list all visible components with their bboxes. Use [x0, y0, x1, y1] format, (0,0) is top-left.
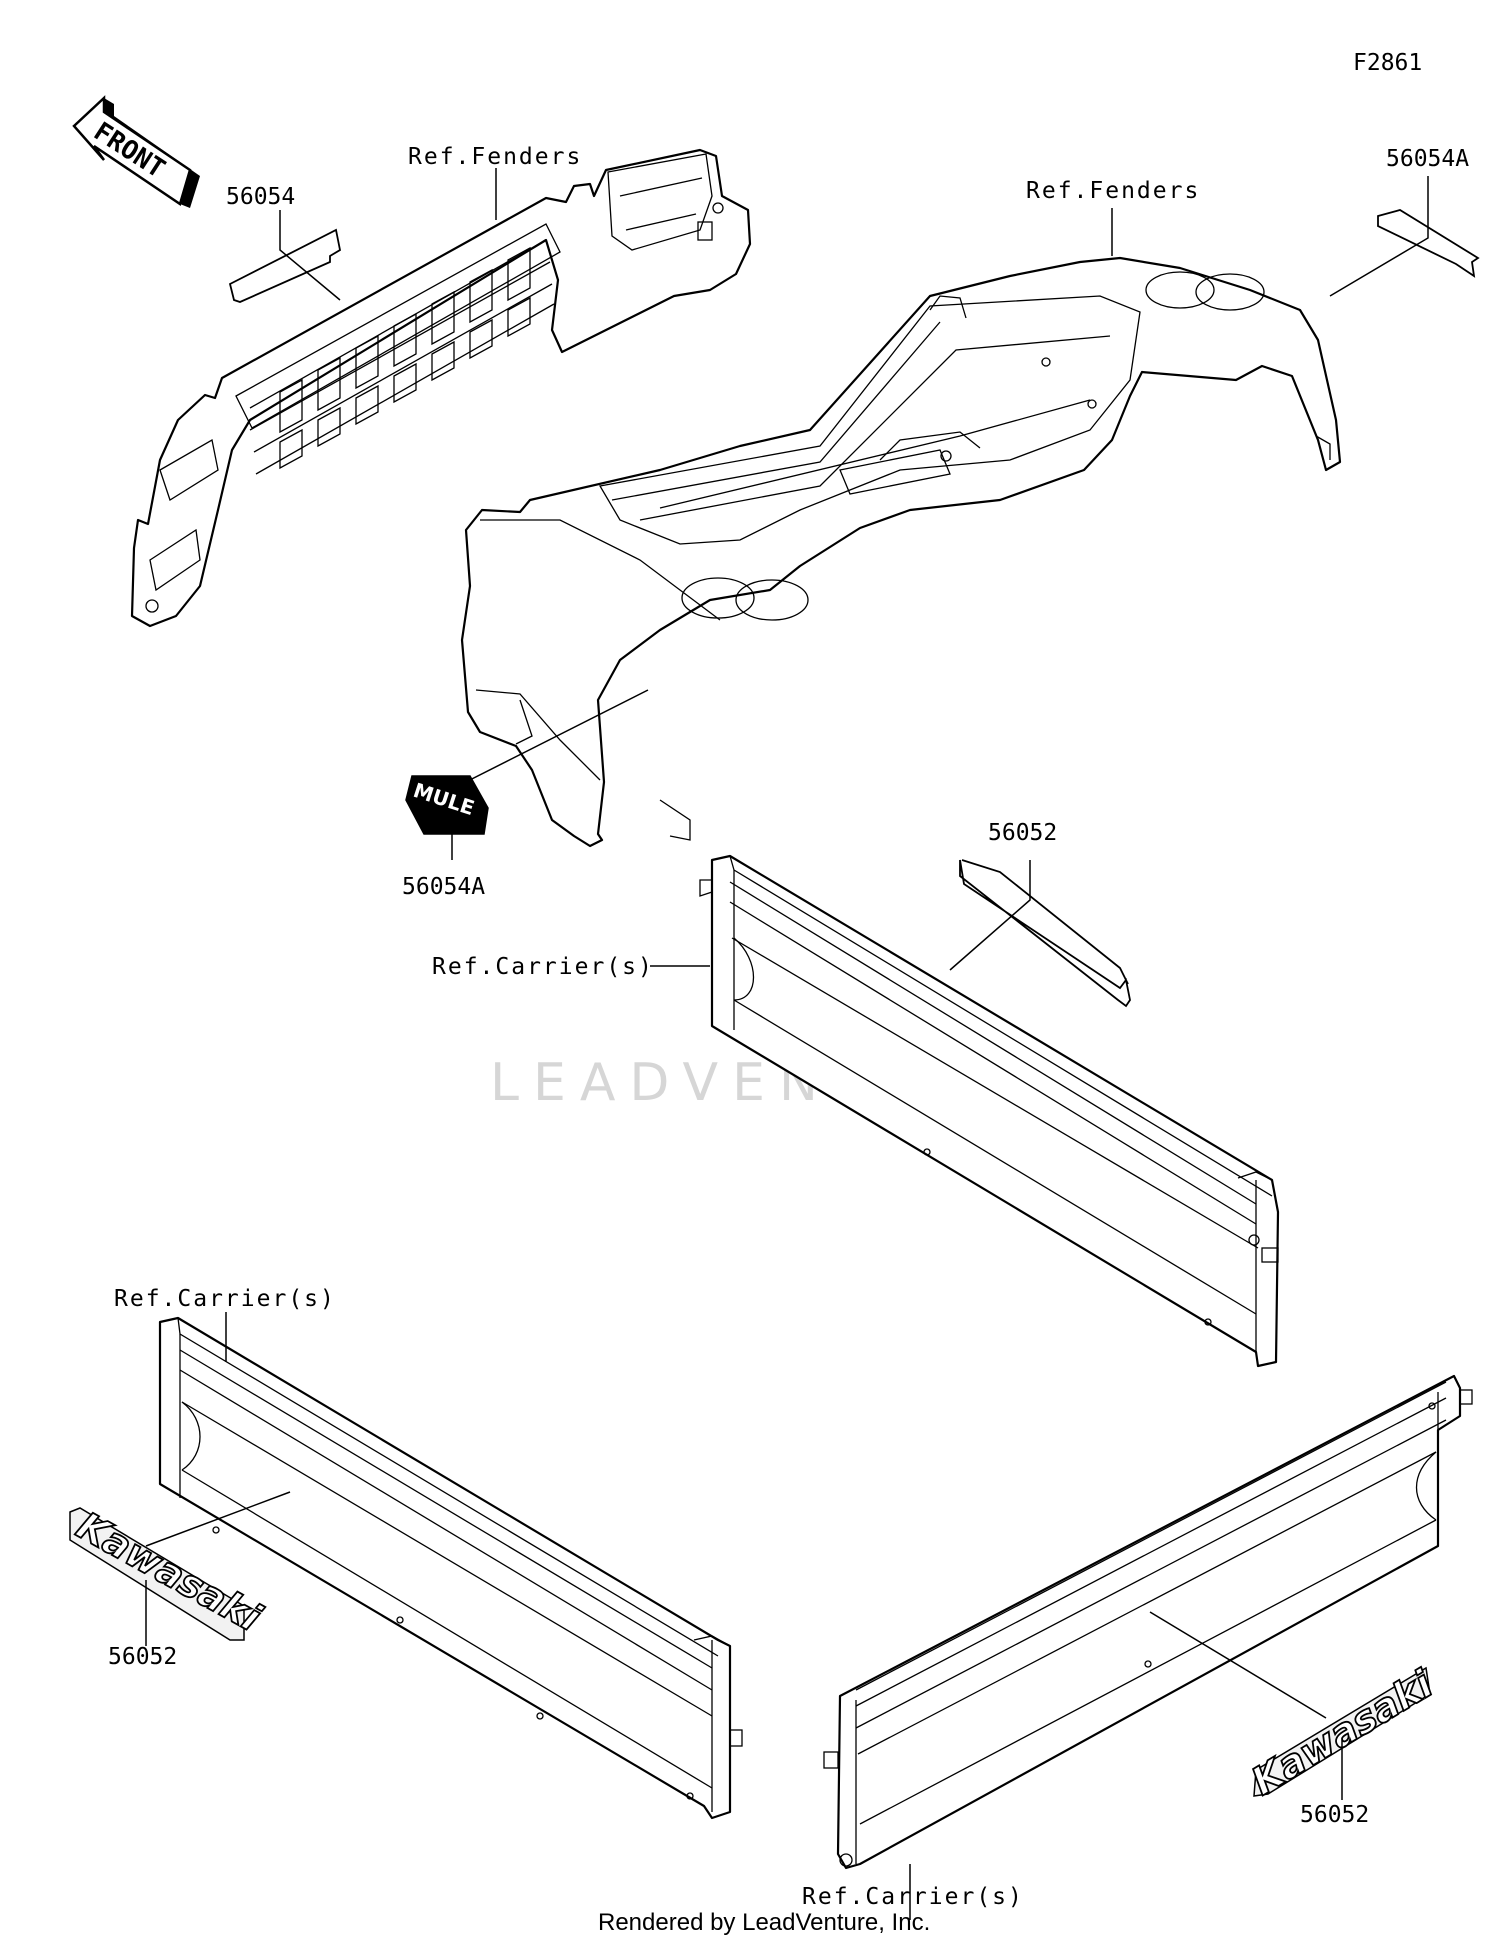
label-56052-left[interactable]: 56052: [108, 1644, 177, 1670]
decal-56054-shape: [228, 228, 342, 303]
decal-56052-tailgate-shape: [959, 859, 1131, 1008]
leader-lines: [145, 168, 1429, 1920]
label-ref-carriers-bottom[interactable]: Ref.Carrier(s): [802, 1884, 1024, 1910]
label-56054[interactable]: 56054: [226, 184, 295, 210]
cup-holder-rear: [1145, 271, 1265, 311]
label-ref-fenders-front[interactable]: Ref.Fenders: [408, 144, 582, 170]
label-ref-carriers-top[interactable]: Ref.Carrier(s): [432, 954, 654, 980]
mule-emblem: MULE: [405, 775, 489, 835]
front-fender-grille: [130, 148, 752, 628]
label-56054A-mule[interactable]: 56054A: [402, 874, 485, 900]
footer-credit: Rendered by LeadVenture, Inc.: [598, 1909, 930, 1936]
label-ref-fenders-rear[interactable]: Ref.Fenders: [1026, 178, 1200, 204]
decal-56054A-rear-shape: [1377, 209, 1480, 278]
label-56052-right[interactable]: 56052: [1300, 1802, 1369, 1828]
front-arrow-icon: FRONT: [72, 95, 200, 208]
left-side-panel: [158, 1316, 743, 1820]
label-56052-tailgate[interactable]: 56052: [988, 820, 1057, 846]
right-side-panel: [823, 1374, 1473, 1870]
rear-fender-bed: [460, 256, 1342, 848]
tailgate: [699, 854, 1280, 1368]
label-56054A-rear[interactable]: 56054A: [1386, 146, 1469, 172]
figure-id: F2861: [1353, 50, 1422, 76]
label-ref-carriers-left[interactable]: Ref.Carrier(s): [114, 1286, 336, 1312]
